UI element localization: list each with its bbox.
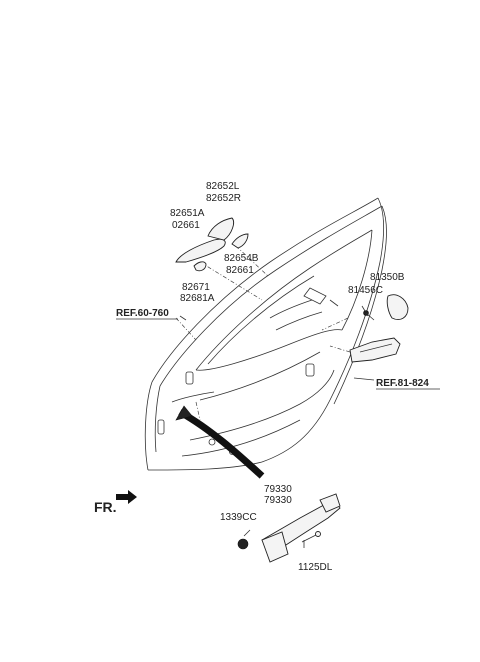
label-82661: 82661 bbox=[226, 265, 254, 276]
handle-base-part bbox=[193, 261, 207, 272]
label-81350B: 81350B bbox=[370, 272, 405, 283]
label-79330-a: 79330 bbox=[264, 484, 292, 495]
latch-assembly bbox=[349, 294, 409, 363]
door-frame bbox=[144, 197, 387, 471]
bolt-1125-part bbox=[315, 531, 321, 537]
label-81456C: 81456C bbox=[348, 285, 383, 296]
label-82671: 82671 bbox=[182, 282, 210, 293]
label-82652L: 82652L bbox=[206, 181, 240, 192]
latch-part bbox=[386, 294, 409, 320]
bolt-1339-part bbox=[237, 538, 249, 550]
outside-handle-assembly bbox=[175, 217, 249, 272]
label-82681A: 82681A bbox=[180, 293, 215, 304]
label-79330-b: 79330 bbox=[264, 495, 292, 506]
actuator-part bbox=[349, 337, 401, 363]
key-cylinder-part bbox=[231, 233, 249, 249]
door-checker-assembly bbox=[237, 493, 341, 563]
label-82651A: 82651A bbox=[170, 208, 205, 219]
cable-strip bbox=[178, 408, 265, 479]
label-1125DL: 1125DL bbox=[298, 562, 333, 573]
reference-labels: REF.60-760 REF.81-824 bbox=[116, 308, 440, 390]
label-02661: 02661 bbox=[172, 220, 200, 231]
ref-81-824: REF.81-824 bbox=[376, 378, 429, 389]
ref-60-760: REF.60-760 bbox=[116, 308, 169, 319]
label-82654B: 82654B bbox=[224, 253, 259, 264]
part-labels: 82652L 82652R 82651A 02661 82654B 82661 … bbox=[170, 181, 405, 573]
checker-end-part bbox=[319, 493, 341, 513]
handle-part bbox=[207, 217, 235, 241]
label-82652R: 82652R bbox=[206, 193, 241, 204]
fr-label: FR. bbox=[94, 499, 117, 515]
direction-indicator: FR. bbox=[94, 490, 137, 515]
label-1339CC: 1339CC bbox=[220, 512, 257, 523]
fr-arrow-icon bbox=[116, 490, 137, 504]
checker-bracket-part bbox=[261, 531, 289, 563]
handle-cover-part bbox=[175, 238, 226, 263]
inside-handle-cable bbox=[175, 405, 265, 479]
